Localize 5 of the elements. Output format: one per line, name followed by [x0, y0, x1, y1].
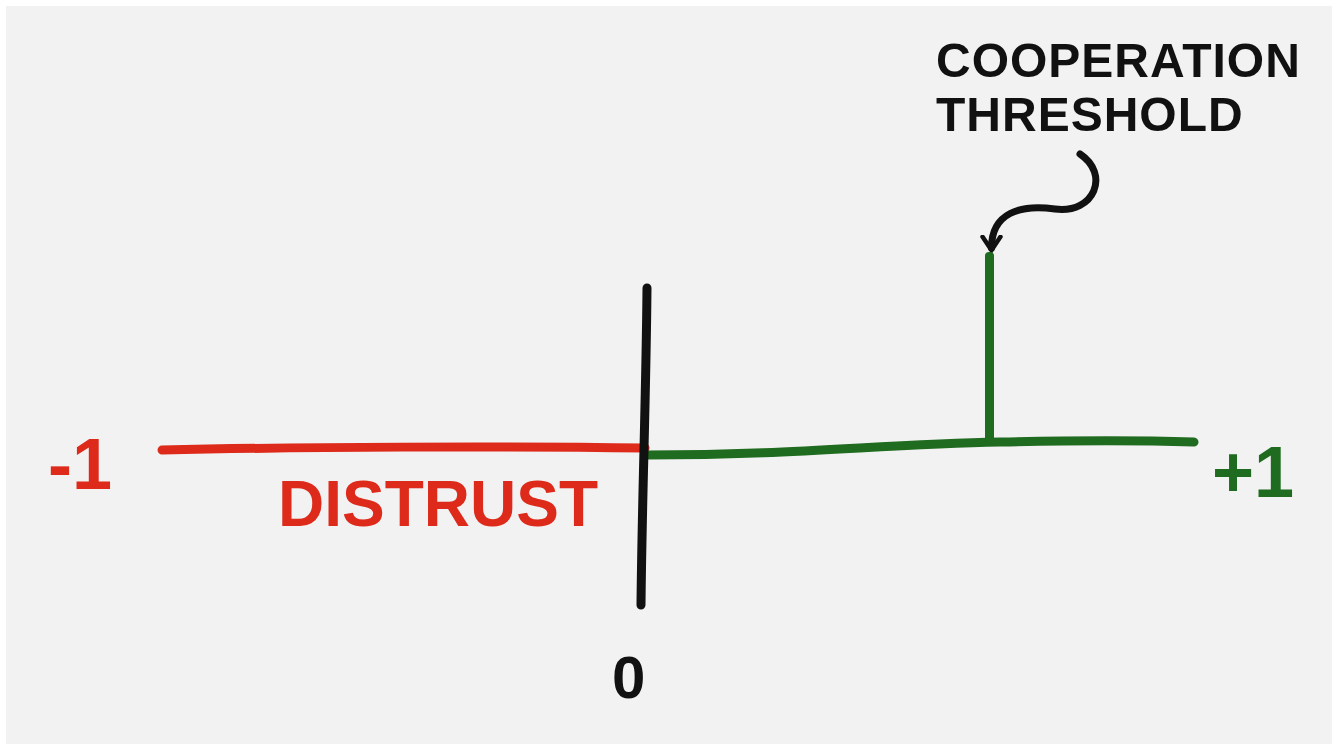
scale-value: -1: [48, 428, 113, 500]
threshold-label: COOPERATION THRESHOLD: [936, 34, 1301, 141]
axis-caption: DISTRUST: [278, 472, 598, 536]
scale-value: +1: [1212, 436, 1295, 508]
scale-value: 0: [612, 648, 646, 708]
